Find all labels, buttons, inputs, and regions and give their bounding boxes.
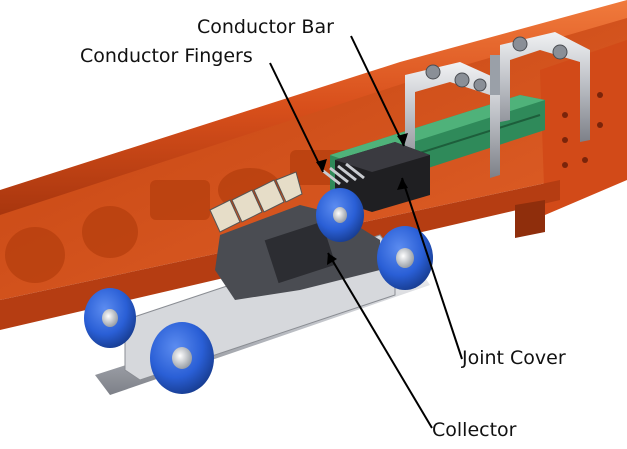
conductor-fingers <box>321 162 365 186</box>
leader-conductor-fingers <box>269 62 324 173</box>
wheel-icon <box>84 288 136 348</box>
wheel-icon <box>316 188 364 242</box>
rail-tab <box>515 200 545 238</box>
label-collector: Collector <box>432 419 517 441</box>
leader-arrowheads <box>316 133 408 265</box>
leader-collector <box>327 252 433 429</box>
joint-cover <box>335 142 430 212</box>
leader-lines <box>269 35 463 429</box>
hanger-brackets <box>405 32 590 178</box>
collector <box>84 171 433 395</box>
leader-joint-cover <box>401 177 463 360</box>
wheel-icon <box>377 226 433 290</box>
rail-top-flange <box>0 0 627 215</box>
bolt-icon <box>425 36 568 92</box>
label-conductor-bar: Conductor Bar <box>197 16 334 38</box>
collector-arm <box>264 221 336 284</box>
label-joint-cover: Joint Cover <box>462 347 566 369</box>
leader-conductor-bar <box>350 35 405 147</box>
brush-blocks <box>209 171 303 233</box>
wheel-icon <box>150 322 214 394</box>
label-conductor-fingers: Conductor Fingers <box>80 45 253 67</box>
